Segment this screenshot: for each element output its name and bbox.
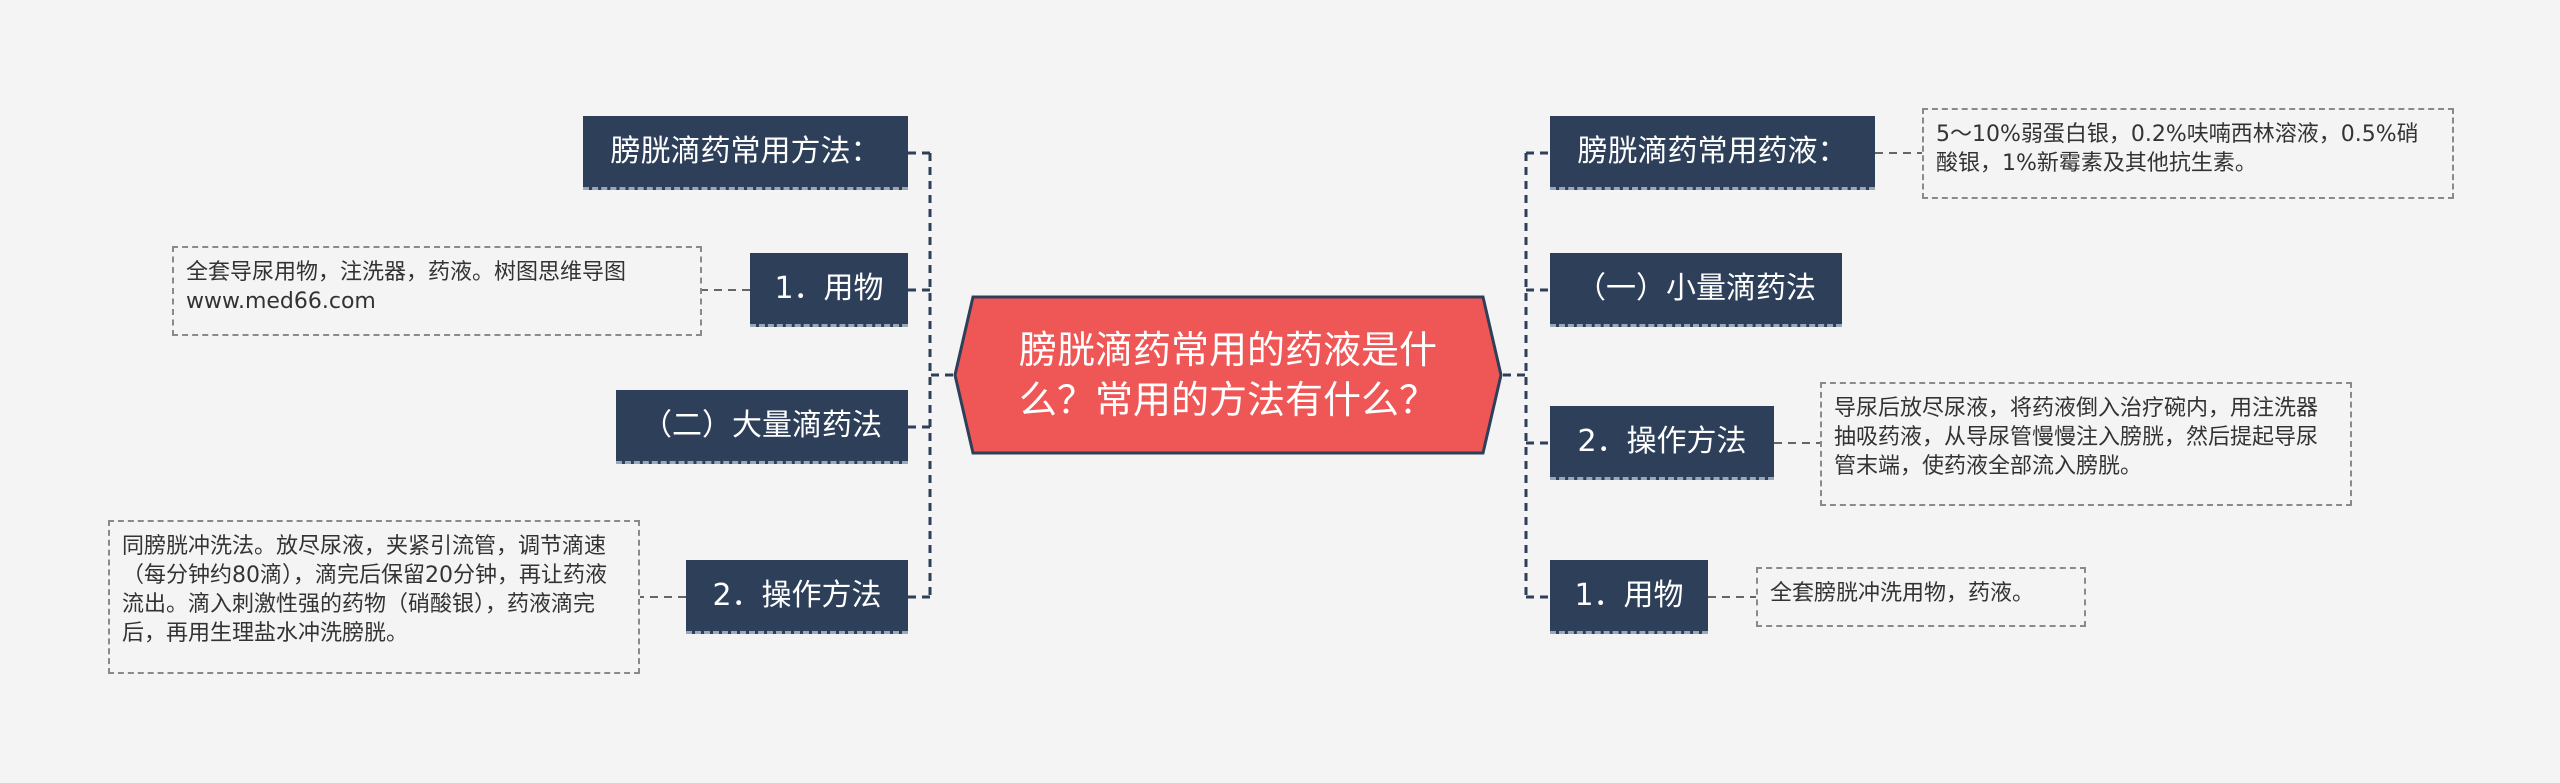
right-item1-note[interactable]: 全套膀胱冲洗用物，药液。	[1756, 567, 2086, 627]
left-item1-node[interactable]: 1．用物	[750, 253, 908, 327]
small-method-node[interactable]: （一）小量滴药法	[1550, 253, 1842, 327]
left-item2-node[interactable]: 2．操作方法	[686, 560, 908, 634]
central-topic-text: 膀胱滴药常用的药液是什么？常用的方法有什么？	[1018, 328, 1437, 422]
right-item2-node[interactable]: 2．操作方法	[1550, 406, 1774, 480]
drug-title-node[interactable]: 膀胱滴药常用药液：	[1550, 116, 1875, 190]
large-method-node[interactable]: （二）大量滴药法	[616, 390, 908, 464]
central-topic[interactable]: 膀胱滴药常用的药液是什么？常用的方法有什么？	[953, 295, 1503, 455]
left-item2-note[interactable]: 同膀胱冲洗法。放尽尿液，夹紧引流管，调节滴速（每分钟约80滴），滴完后保留20分…	[108, 520, 640, 674]
right-item1-node[interactable]: 1．用物	[1550, 560, 1708, 634]
right-item2-note[interactable]: 导尿后放尽尿液，将药液倒入治疗碗内，用注洗器抽吸药液，从导尿管慢慢注入膀胱，然后…	[1820, 382, 2352, 506]
left-item1-note[interactable]: 全套导尿用物，注洗器，药液。树图思维导图www.med66.com	[172, 246, 702, 336]
drug-note[interactable]: 5～10%弱蛋白银，0.2%呋喃西林溶液，0.5%硝酸银，1%新霉素及其他抗生素…	[1922, 108, 2454, 199]
method-title-node[interactable]: 膀胱滴药常用方法：	[583, 116, 908, 190]
central-topic-shape	[953, 295, 1503, 455]
